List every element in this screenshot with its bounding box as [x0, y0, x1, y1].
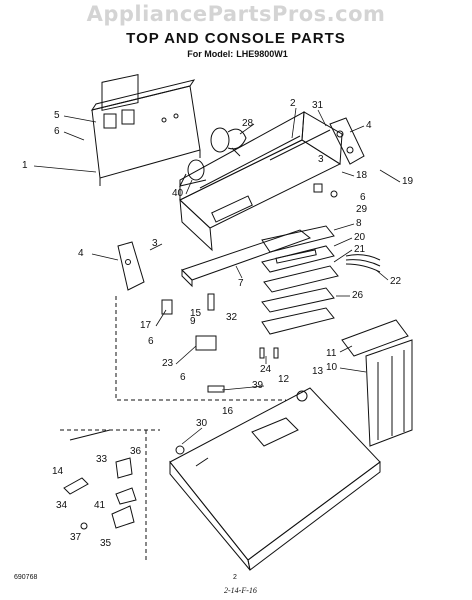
callout-5: 5 [54, 110, 60, 121]
callout-20: 20 [354, 232, 366, 243]
callout-31: 31 [312, 100, 324, 111]
callout-36: 36 [130, 446, 142, 457]
model-line: For Model:LHE9800W1 [0, 49, 472, 59]
callout-3: 3 [152, 238, 158, 249]
callout-33: 33 [96, 454, 108, 465]
console-rear-panel [90, 74, 201, 186]
hardware-screws [161, 183, 338, 455]
dryer-top-panel [169, 387, 381, 571]
leader-lines [60, 296, 286, 560]
callout-21: 21 [354, 244, 366, 255]
callout-24: 24 [260, 364, 272, 375]
end-cap-left [117, 241, 145, 291]
callout-30: 30 [196, 418, 208, 429]
callout-32: 32 [226, 312, 238, 323]
callout-15: 15 [190, 308, 202, 319]
control-console [179, 111, 343, 252]
callout-14: 14 [52, 466, 64, 477]
callout-labels: 1 2 3 3 4 4 5 6 6 6 6 7 8 9 10 11 12 13 … [22, 98, 414, 549]
page-title: TOP AND CONSOLE PARTS [126, 30, 346, 47]
console-bracket [181, 229, 312, 288]
callout-29: 29 [356, 204, 368, 215]
callout-40: 40 [172, 188, 184, 199]
callout-11: 11 [326, 348, 337, 359]
callout-1: 1 [22, 160, 28, 171]
callout-41: 41 [94, 500, 106, 511]
display-panel-stack [261, 225, 339, 335]
model-label: For Model: [187, 49, 234, 59]
callout-8: 8 [356, 218, 362, 229]
callout-26: 26 [352, 290, 364, 301]
callout-22: 22 [390, 276, 402, 287]
footer-page-number: 2 [233, 574, 237, 581]
callout-35: 35 [100, 538, 112, 549]
callout-4-top: 4 [366, 120, 372, 131]
callout-39: 39 [252, 380, 264, 391]
callout-17: 17 [140, 320, 152, 331]
callout-6-low: 6 [180, 372, 186, 383]
callout-3b: 3 [318, 154, 324, 165]
model-value: LHE9800W1 [236, 49, 288, 59]
end-cap-right [329, 117, 365, 165]
footer-signature: 2-14-F-16 [224, 586, 257, 595]
callout-4-left: 4 [78, 248, 84, 259]
callout-16: 16 [222, 406, 234, 417]
lint-filter [341, 319, 413, 447]
callout-13: 13 [312, 366, 324, 377]
callout-6-top: 6 [54, 126, 60, 137]
callout-6-right: 6 [360, 192, 366, 203]
callout-6-mid: 6 [148, 336, 154, 347]
callout-23: 23 [162, 358, 174, 369]
watermark: AppliancePartsPros.com [86, 2, 386, 26]
wire-harness [345, 254, 381, 273]
callout-37: 37 [70, 532, 82, 543]
callout-9: 9 [190, 316, 196, 327]
callout-7: 7 [238, 278, 244, 289]
callout-19: 19 [402, 176, 414, 187]
callout-leaders [33, 107, 401, 445]
rotary-switch [210, 127, 247, 157]
callout-12: 12 [278, 374, 290, 385]
callout-10: 10 [326, 362, 338, 373]
callout-18: 18 [356, 170, 368, 181]
inset-parts [63, 429, 137, 530]
callout-34: 34 [56, 500, 68, 511]
callout-28: 28 [242, 118, 254, 129]
callout-2: 2 [290, 98, 296, 109]
footer-code: 690768 [14, 574, 38, 581]
